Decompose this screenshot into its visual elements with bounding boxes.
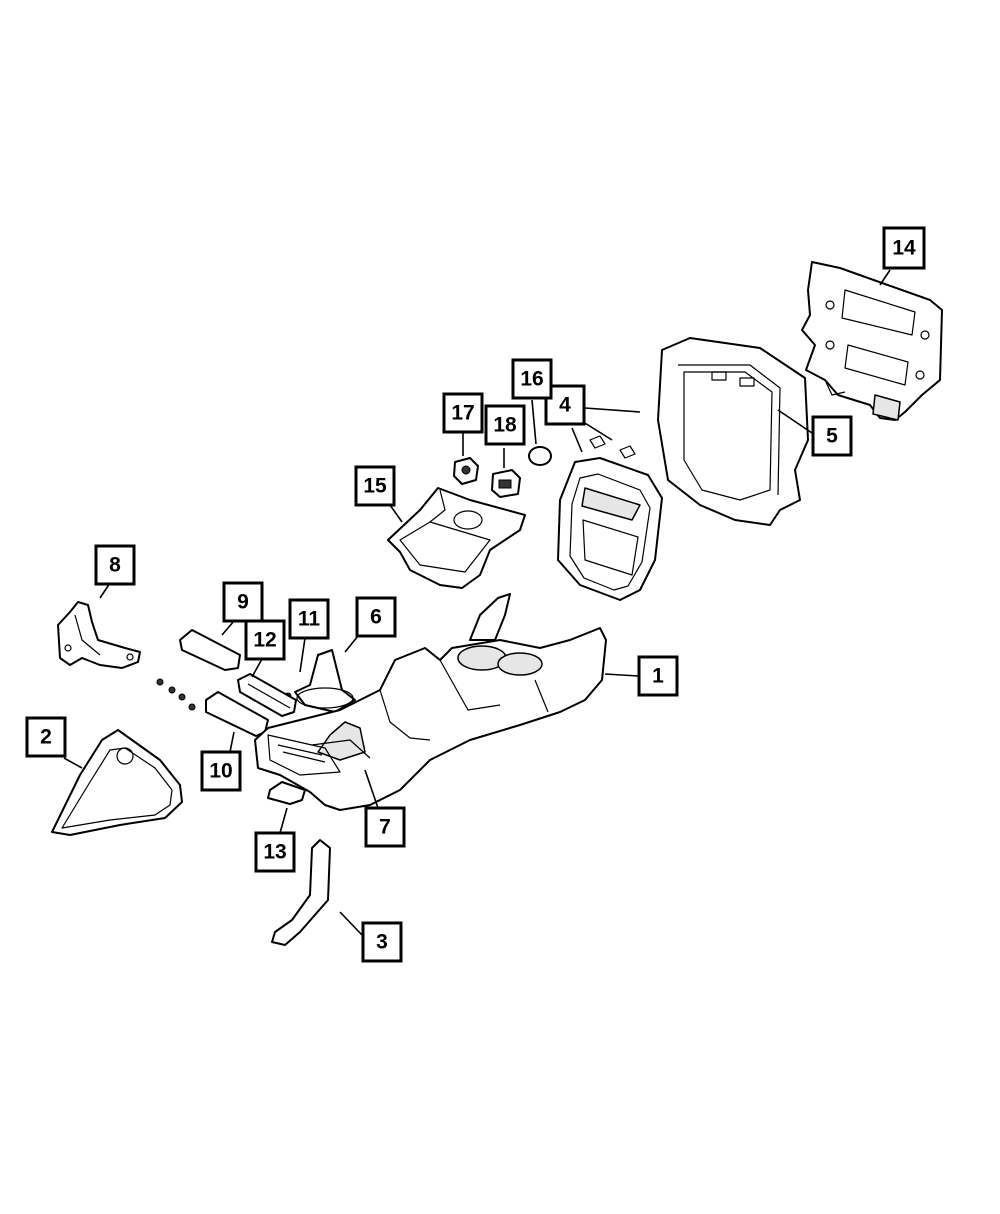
leader-2: [63, 757, 83, 769]
part-2-side-panel: [51, 729, 183, 836]
callout-11: 11: [288, 598, 330, 640]
part-4-clips: [589, 435, 636, 459]
callout-16: 16: [511, 358, 553, 400]
callout-7: 7: [364, 806, 406, 848]
callout-10: 10: [200, 750, 242, 792]
part-9-trim-strip: [179, 629, 241, 671]
callout-1: 1: [637, 655, 679, 697]
callout-5: 5: [811, 415, 853, 457]
callout-5-label: 5: [826, 425, 838, 448]
leader-5: [777, 409, 813, 434]
callout-6-label: 6: [370, 606, 382, 629]
callout-15: 15: [354, 465, 396, 507]
callout-13: 13: [254, 831, 296, 873]
callout-10-label: 10: [209, 760, 232, 783]
part-16-plug: [528, 446, 552, 466]
part-8-front-bracket: [57, 601, 141, 669]
callout-4-label: 4: [559, 394, 571, 417]
leader-7: [364, 769, 379, 809]
part-15-storage-bin: [387, 487, 526, 589]
leader-6: [344, 635, 359, 653]
part-1-center-console: [254, 593, 607, 811]
callout-8-label: 8: [109, 554, 121, 577]
leader-4c: [571, 427, 583, 453]
part-3-trim-piece: [271, 839, 331, 946]
leader-11: [299, 637, 306, 673]
leader-10: [229, 731, 235, 753]
part-12-switch-bank: [237, 673, 297, 717]
callout-16-label: 16: [520, 368, 543, 391]
leader-13: [279, 807, 288, 834]
callout-8: 8: [94, 544, 136, 586]
callout-12-label: 12: [253, 629, 276, 652]
callout-17: 17: [442, 392, 484, 434]
callout-7-label: 7: [379, 816, 391, 839]
part-4-bezel: [557, 457, 663, 601]
callout-17-label: 17: [451, 402, 474, 425]
callout-6: 6: [355, 596, 397, 638]
callout-1-label: 1: [652, 665, 664, 688]
callout-3-label: 3: [376, 931, 388, 954]
part-6-shift-boot: [294, 649, 356, 713]
callout-18-label: 18: [493, 414, 517, 437]
callout-11-label: 11: [298, 608, 321, 631]
leader-15: [389, 504, 403, 523]
leader-4a: [584, 407, 641, 413]
callout-15-label: 15: [363, 475, 387, 498]
part-17-power-outlet: [453, 457, 479, 485]
callout-13-label: 13: [263, 841, 286, 864]
leader-1: [604, 673, 639, 677]
callout-9: 9: [222, 581, 264, 623]
leader-9: [221, 620, 235, 636]
callout-2: 2: [25, 716, 67, 758]
leader-lines: [63, 269, 891, 936]
callout-14: 14: [882, 226, 926, 270]
part-14-rear-bracket: [801, 261, 943, 421]
callout-9-label: 9: [237, 591, 249, 614]
callout-14-label: 14: [892, 237, 916, 260]
leader-3: [339, 911, 363, 936]
part-13-module: [267, 781, 306, 805]
leader-14: [879, 269, 891, 286]
part-18-usb-port: [491, 469, 521, 498]
callout-2-label: 2: [40, 726, 52, 749]
callout-4: 4: [544, 384, 586, 426]
callout-3: 3: [361, 921, 403, 963]
leader-16: [531, 399, 537, 445]
part-7-front-trim: [311, 739, 371, 759]
callout-12: 12: [244, 619, 286, 661]
part-5-rear-trim-frame: [657, 337, 809, 526]
leader-12: [251, 658, 263, 678]
callout-18: 18: [484, 404, 526, 446]
